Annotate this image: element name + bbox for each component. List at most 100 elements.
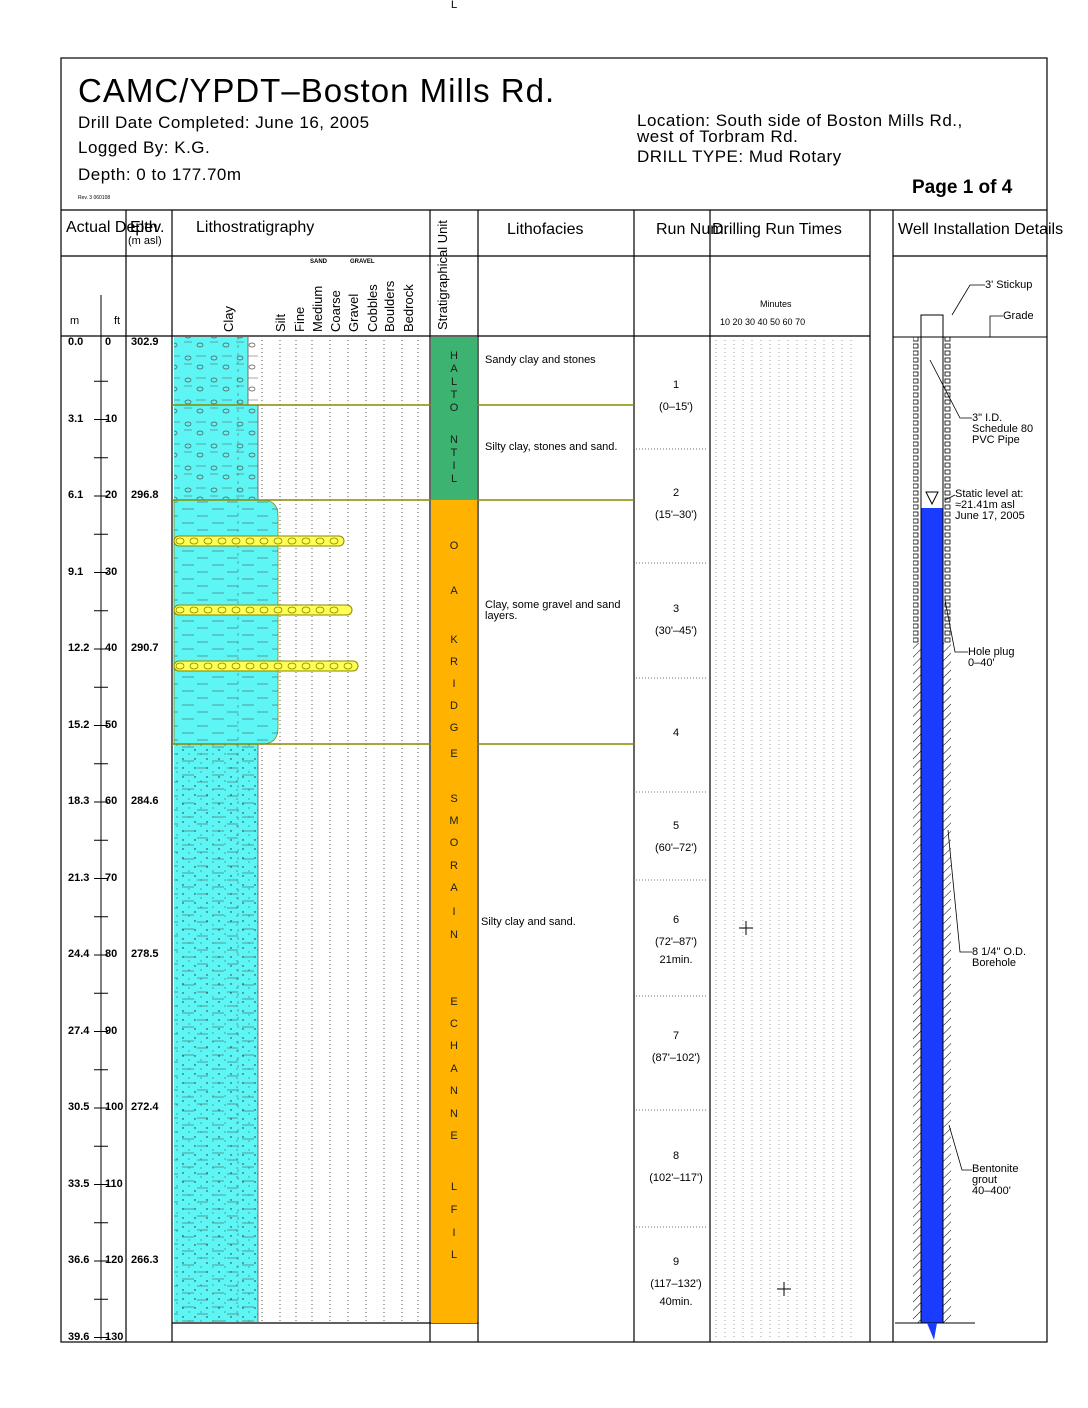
unit-letter: R [450, 860, 458, 872]
gravel-pebble [203, 606, 213, 614]
unit-letter: G [449, 722, 459, 734]
unit-letter: O [449, 402, 459, 414]
gravel-pebble [175, 662, 185, 670]
unit-letter: I [452, 1227, 456, 1239]
minutes-ticks: 10 20 30 40 50 60 70 [720, 317, 806, 327]
unit-letter: C [450, 1018, 458, 1030]
gravel-pebble [203, 662, 213, 670]
unit-letter: L [450, 1249, 458, 1261]
unit-letter: A [450, 585, 458, 597]
unit-letter: L [450, 1181, 458, 1193]
elevation: 284.6 [131, 795, 159, 807]
gravel-pebble [259, 662, 269, 670]
gravel-pebble [315, 537, 325, 545]
grain-size-label: Bedrock [401, 284, 416, 332]
grade-label: Grade [1003, 310, 1034, 322]
unit-letter: S [450, 793, 458, 805]
gravel-pebble [301, 606, 311, 614]
gravel-pebble [231, 537, 241, 545]
gravel-pebble [231, 606, 241, 614]
depth-ft: 70 [105, 871, 118, 884]
lithofacies-3: Clay, some gravel and sand layers. [485, 599, 621, 622]
gravel-pebble [217, 537, 227, 545]
depth-ft: 30 [105, 565, 118, 578]
run-entry: 1(0–15') [659, 379, 693, 413]
unit-letter: I [452, 678, 456, 690]
sand-label: SAND [310, 259, 328, 265]
depth-m: 21.3 [68, 871, 90, 884]
unit-letter: N [450, 929, 458, 941]
run-entry: 6(72'–87')21min. [654, 914, 698, 966]
gravel-pebble [301, 662, 311, 670]
well-installation-header: Well Installation Details [898, 221, 1064, 238]
run-entry: 9(117–132')40min. [650, 1256, 702, 1308]
depth-ft: 60 [105, 795, 118, 807]
drill-date: Drill Date Completed: June 16, 2005 [78, 113, 370, 132]
hole-plug-right [943, 337, 951, 643]
logged-by: Logged By: K.G. [78, 138, 211, 157]
gravel-pebble [189, 662, 199, 670]
unit-letter: I [452, 460, 456, 472]
unit-letter: A [450, 882, 458, 894]
minutes-label: Minutes [760, 299, 792, 309]
gravel-pebble [231, 662, 241, 670]
grain-size-label: Medium [310, 285, 325, 332]
elev-header: Elev. [130, 219, 165, 236]
lithofacies-4: Silty clay and sand. [481, 916, 576, 928]
elevation: 266.3 [131, 1254, 159, 1266]
grain-size-label: Cobbles [365, 284, 380, 332]
unit-letter: L [450, 376, 458, 388]
leader-line [929, 359, 972, 419]
unit-letter: A [450, 1063, 458, 1075]
depth-m: 0.0 [68, 336, 84, 348]
unit-letter: T [450, 447, 458, 459]
gravel-pebble [217, 606, 227, 614]
clay-lines-pattern-lower [174, 744, 258, 1322]
depth-m: 18.3 [68, 795, 90, 807]
depth-ft: 130 [105, 1330, 124, 1343]
drilling-run-times-header: Drilling Run Times [712, 221, 842, 238]
gravel-pebble [245, 606, 255, 614]
run-entry: 4 [672, 727, 680, 739]
gravel-layer [173, 535, 345, 547]
leader-line [944, 599, 968, 653]
run-entry: 8(102'–117') [649, 1150, 703, 1184]
grout-right [943, 643, 951, 1323]
gravel-pebble [329, 606, 339, 614]
gravel-pebble [273, 662, 283, 670]
revision: Rev. 3 060108 [78, 195, 111, 201]
gravel-pebble [301, 537, 311, 545]
elev-unit: (m asl) [128, 235, 162, 247]
unit-letter: O [449, 540, 459, 552]
unit-letter: M [449, 815, 459, 827]
grain-size-label: Gravel [346, 293, 361, 332]
gravel-pebble [245, 662, 255, 670]
run-entry: 3(30'–45') [654, 603, 698, 637]
gravel-label: GRAVEL [350, 259, 375, 265]
location-line1: Location: South side of Boston Mills Rd.… [637, 111, 963, 130]
unit-letter: E [450, 1130, 458, 1142]
grain-size-label: Silt [273, 313, 288, 332]
depth-ft: 80 [105, 948, 118, 960]
gravel-layer [173, 604, 353, 616]
depth-m: 24.4 [68, 948, 90, 960]
gravel-pebble [287, 537, 297, 545]
gravel-pebble [259, 537, 269, 545]
run-entry: 7(87'–102') [651, 1030, 701, 1064]
gravel-pebble [273, 606, 283, 614]
depth-m: 39.6 [68, 1330, 90, 1343]
run-entry: 5(60'–72') [654, 820, 698, 854]
unit-letter: I [452, 906, 456, 918]
stones-pattern [174, 337, 258, 500]
run-entry: 2(15'–30') [654, 487, 698, 521]
gravel-pebble [329, 537, 339, 545]
gravel-pebble [189, 606, 199, 614]
water-column [921, 508, 943, 1323]
leader-line [948, 1124, 972, 1171]
depth-ft: 100 [105, 1101, 124, 1113]
hole-plug-left [913, 337, 921, 643]
